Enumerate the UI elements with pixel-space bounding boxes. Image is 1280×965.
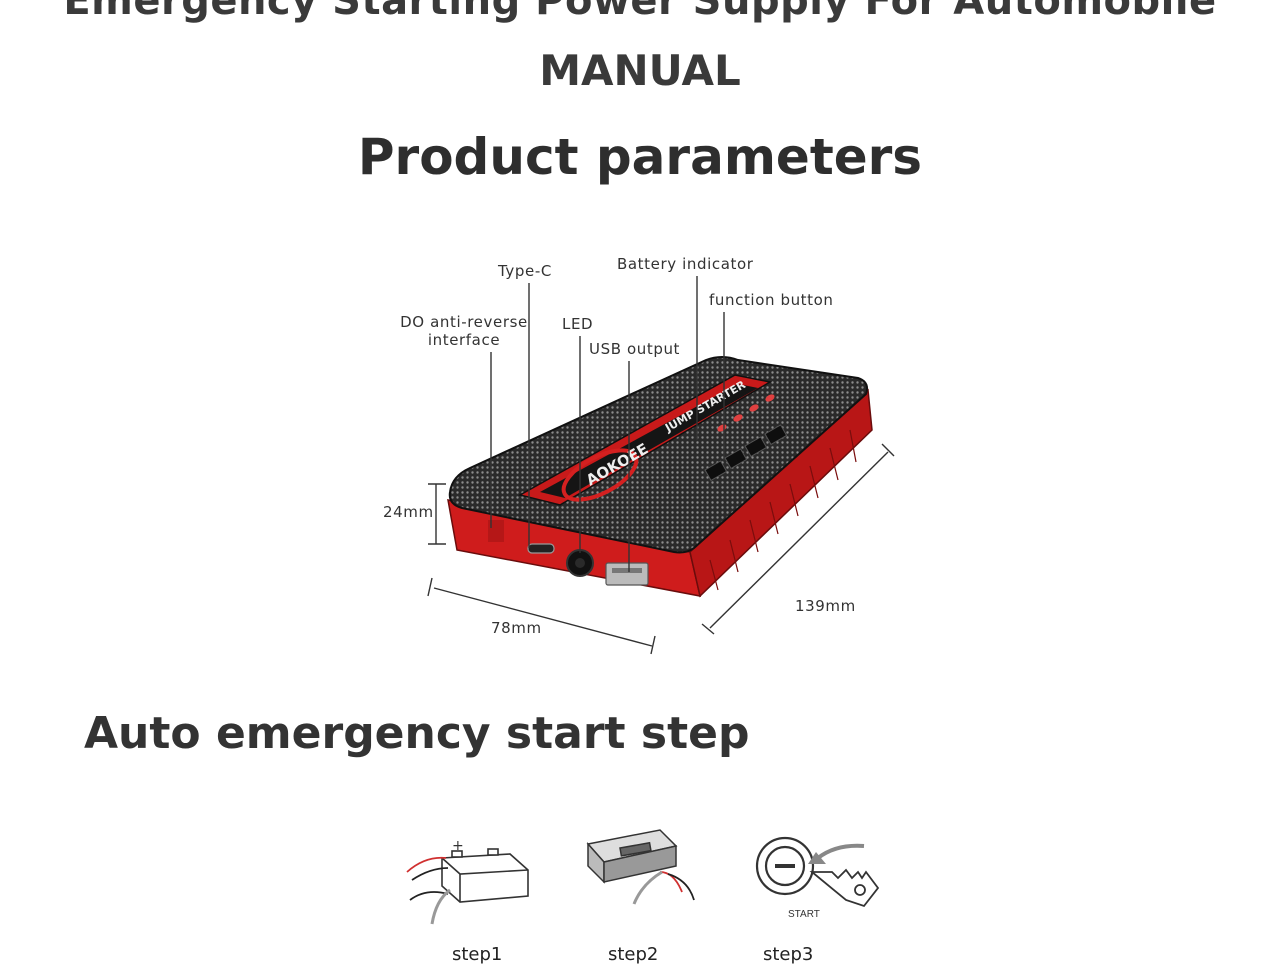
step3-label: step3	[763, 944, 814, 965]
document-subtitle: MANUAL	[539, 46, 741, 95]
dimension-height: 24mm	[383, 503, 434, 521]
callout-function-button: function button	[709, 291, 834, 309]
step2-label: step2	[608, 944, 659, 965]
step3-ignition-icon	[755, 836, 815, 896]
callout-do-anti-reverse-line2: interface	[427, 331, 501, 349]
dimension-width: 78mm	[491, 619, 542, 637]
device-side-ribs	[709, 429, 857, 591]
callout-do-anti-reverse: DO anti-reverse interface	[400, 313, 528, 349]
callout-usb-output: USB output	[589, 340, 681, 358]
device-function-buttons	[704, 424, 788, 482]
dimension-lines	[427, 443, 895, 655]
step1-label: step1	[452, 944, 503, 965]
do-port-icon	[488, 520, 504, 542]
start-steps-heading: Auto emergency start step	[84, 708, 750, 759]
step3-arrow-head-icon	[808, 852, 826, 864]
svg-text:+: +	[452, 838, 464, 854]
type-c-port-icon	[527, 543, 555, 554]
step1-clamp-cables	[406, 856, 451, 925]
step2-clamp-cables	[632, 870, 695, 905]
step3-turn-arrow-icon	[816, 843, 865, 860]
callout-battery-indicator: Battery indicator	[617, 255, 754, 273]
step3-key-icon	[809, 868, 880, 908]
document-title: Emergency Starting Power Supply For Auto…	[63, 0, 1217, 24]
step2-jump-starter-icon	[586, 829, 678, 884]
device-logo-band	[540, 384, 758, 498]
step1-battery-icon: +	[441, 838, 529, 903]
step3-start-label: START	[788, 909, 820, 920]
dimension-length: 139mm	[795, 597, 856, 615]
callout-leader-lines	[490, 276, 725, 572]
logo-swoosh-icon	[561, 448, 639, 502]
callout-do-anti-reverse-line1: DO anti-reverse	[400, 313, 528, 331]
product-parameters-heading: Product parameters	[357, 128, 923, 186]
callout-led: LED	[562, 315, 594, 333]
callout-type-c: Type-C	[498, 262, 552, 280]
